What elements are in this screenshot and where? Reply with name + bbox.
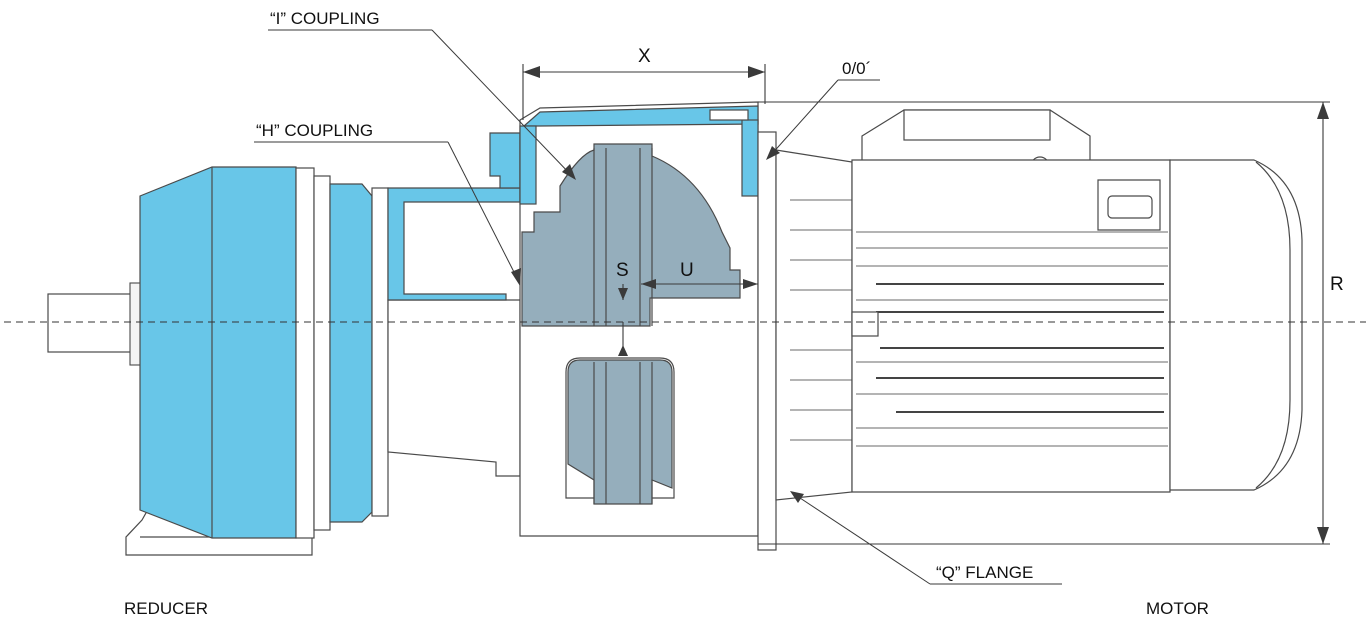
lantern-top-strip: [522, 105, 759, 127]
reducer-rear-ring: [371, 187, 389, 517]
adapter-lower-body: [387, 299, 521, 477]
motor-assembly: [851, 109, 1303, 493]
label-h-coupling: “H” COUPLING: [256, 121, 373, 140]
leader-o-arrow: [766, 146, 780, 160]
motor-body: [851, 159, 1171, 493]
fan-cover: [1169, 159, 1303, 491]
leader-h-arrow: [511, 268, 521, 286]
lifting-eye-slot: [1107, 195, 1153, 219]
dim-u-arrow-left: [641, 279, 656, 289]
label-dim-o: 0/0´: [842, 59, 871, 78]
label-i-coupling: “I” COUPLING: [270, 9, 380, 28]
lantern-right-rim: [741, 119, 759, 197]
label-q-flange: “Q” FLANGE: [936, 563, 1033, 582]
lantern-left-rim: [519, 125, 537, 205]
callout-leaders: [254, 29, 1062, 585]
dim-x-arrow-left: [523, 66, 540, 78]
reducer-flange-plate: [295, 167, 315, 539]
lantern-bolt-slot: [709, 109, 749, 121]
caption-reducer: REDUCER: [124, 599, 208, 618]
caption-motor: MOTOR: [1146, 599, 1209, 618]
dimension-u: [641, 279, 758, 289]
dim-x-arrow-right: [748, 66, 765, 78]
label-dim-u: U: [680, 260, 694, 281]
label-dim-r: R: [1330, 274, 1344, 295]
dimension-x: [522, 64, 766, 120]
fan-cover-ring: [1255, 161, 1291, 489]
dim-u-arrow-right: [743, 279, 758, 289]
terminal-box-lid: [903, 109, 1051, 141]
leader-q-arrow: [790, 491, 804, 503]
leader-i-arrow: [562, 164, 576, 180]
dim-r-arrow-top: [1317, 102, 1329, 119]
motor-shaft-stub: [851, 311, 879, 337]
couplings: [521, 143, 741, 505]
q-flange: [757, 131, 853, 551]
dimension-s: [618, 284, 628, 356]
reducer-housing: [139, 166, 297, 539]
leader-q: [793, 493, 931, 585]
leader-i: [431, 29, 573, 177]
motor-fins: [856, 231, 1168, 447]
label-dim-s: S: [616, 260, 629, 281]
label-dim-x: X: [638, 46, 651, 67]
dimension-r: [758, 101, 1330, 545]
flange-plate: [757, 131, 777, 551]
dim-s-arrow-top: [618, 288, 628, 300]
dim-r-arrow-bottom: [1317, 527, 1329, 544]
leader-h: [447, 141, 519, 281]
reducer-assembly: [47, 166, 389, 556]
output-shaft: [47, 293, 133, 353]
dim-s-arrow-bottom: [618, 345, 628, 356]
leader-o: [769, 79, 839, 157]
upper-coupling: [521, 143, 741, 327]
flange-cone: [775, 149, 853, 501]
reducer-flange-rim: [313, 175, 331, 531]
adapter-upper-step: [489, 132, 521, 189]
reducer-rear-cover: [329, 183, 373, 523]
